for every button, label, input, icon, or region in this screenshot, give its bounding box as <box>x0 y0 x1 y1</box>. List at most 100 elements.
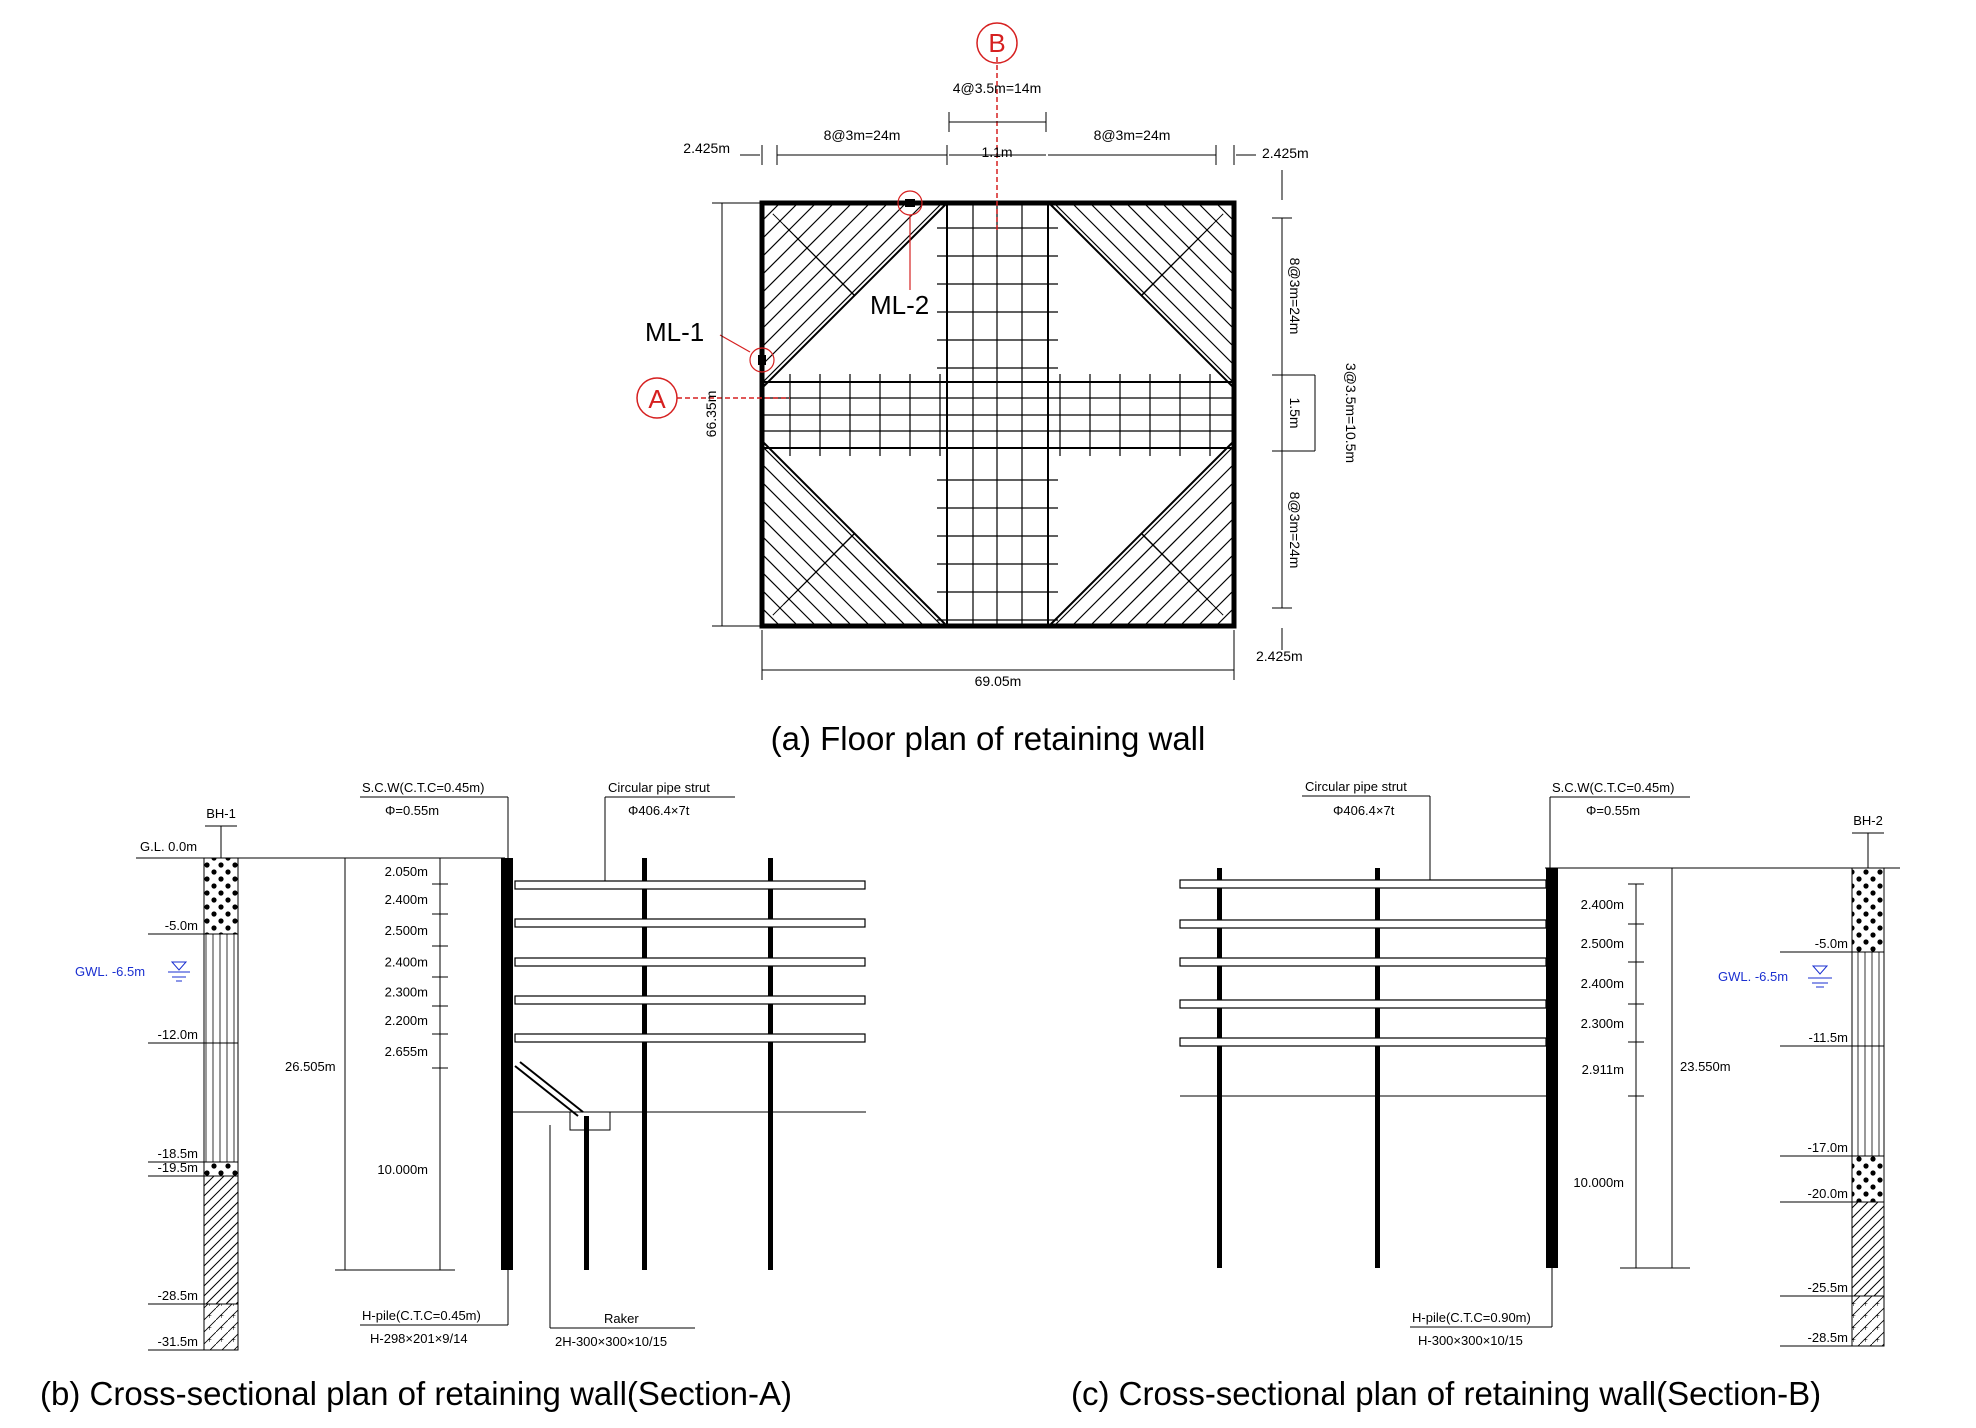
section-a-struts <box>514 880 866 1043</box>
dim-top-left: 8@3m=24m <box>824 127 901 143</box>
section-b-borehole: BH-2 <box>1853 813 1883 828</box>
section-b-spacing-label: 2.500m <box>1581 936 1624 951</box>
section-a-layer-2 <box>203 933 239 1163</box>
section-b-depth-label: -20.0m <box>1808 1186 1848 1201</box>
section-a-strut <box>514 1033 866 1043</box>
section-b-depth-label: -17.0m <box>1808 1140 1848 1155</box>
section-a-scw-dia: Φ=0.55m <box>385 803 439 818</box>
dim-right-total: 3@3.5m=10.5m <box>1343 363 1359 463</box>
marker-b-circle <box>976 22 1018 64</box>
section-a-layer-5 <box>203 1303 239 1351</box>
dim-corner-br: 2.425m <box>1256 648 1303 664</box>
section-a-gwl: GWL. -6.5m <box>75 964 145 979</box>
section-a-pile-2 <box>768 858 773 1270</box>
marker-b-label: B <box>988 28 1005 58</box>
section-b-total: 23.550m <box>1680 1059 1731 1074</box>
section-b-depth-label: -25.5m <box>1808 1280 1848 1295</box>
corner-brace-top-right <box>1048 202 1235 389</box>
section-b-strut <box>1179 879 1547 889</box>
section-b-strut-size: Φ406.4×7t <box>1333 803 1395 818</box>
section-a-layer-1 <box>203 857 239 935</box>
plan-outer-wall <box>759 200 1237 629</box>
section-b-layer-3 <box>1851 1155 1885 1203</box>
section-b-depth-label: -11.5m <box>1809 1030 1849 1045</box>
marker-a-circle <box>636 377 678 419</box>
section-b: BH-2 -5.0m-11.5m-17.0m-20.0m-25.5m-28.5m… <box>1071 779 1900 1412</box>
ml1-leader <box>719 334 751 353</box>
dim-corner-tr: 2.425m <box>1262 145 1309 161</box>
section-b-strut <box>1179 1037 1547 1047</box>
section-a-depth-label: -19.5m <box>158 1160 198 1175</box>
section-b-strut <box>1179 957 1547 967</box>
section-a-raker <box>514 1065 579 1117</box>
section-a-depth-label: -5.0m <box>165 918 198 933</box>
dim-top-right: 8@3m=24m <box>1094 127 1171 143</box>
section-a-depth-label: -18.5m <box>158 1146 198 1161</box>
ml1-label: ML-1 <box>645 317 704 347</box>
section-b-hpile-size: H-300×300×10/15 <box>1418 1333 1523 1348</box>
section-b-layer-2 <box>1851 951 1885 1157</box>
ml2-point <box>905 199 915 207</box>
section-a: G.L. 0.0m BH-1 -5.0m-12.0m-18.5m-19.5m-2… <box>40 780 866 1412</box>
section-b-depth-label: -28.5m <box>1808 1330 1848 1345</box>
horizontal-strut-band <box>762 374 1234 456</box>
section-b-spacing-label: 2.400m <box>1581 976 1624 991</box>
section-b-gwl-icon <box>1811 965 1829 975</box>
section-a-spacing-label: 2.500m <box>385 923 428 938</box>
section-a-depth-label: -31.5m <box>158 1334 198 1349</box>
caption-b: (b) Cross-sectional plan of retaining wa… <box>40 1375 792 1412</box>
section-a-raker-title: Raker <box>604 1311 639 1326</box>
section-a-wall <box>501 858 513 1270</box>
section-a-scw-title: S.C.W(C.T.C=0.45m) <box>362 780 484 795</box>
section-a-layer-3 <box>203 1161 239 1177</box>
section-b-scw-title: S.C.W(C.T.C=0.45m) <box>1552 780 1674 795</box>
floor-plan: B A ML-1 ML-2 4@3.5m=14m 8@3m=24m 1.1m 8… <box>636 22 1359 757</box>
section-a-strut <box>514 957 866 967</box>
section-b-layer-5 <box>1851 1295 1885 1347</box>
corner-brace-bottom-left <box>761 440 948 627</box>
section-a-strut-title: Circular pipe strut <box>608 780 710 795</box>
section-a-hpile-size: H-298×201×9/14 <box>370 1331 468 1346</box>
section-a-depth-label: -28.5m <box>158 1288 198 1303</box>
corner-brace-top-left <box>761 202 948 389</box>
section-b-pile-1 <box>1217 868 1222 1268</box>
section-a-depth-label: -12.0m <box>158 1027 198 1042</box>
section-a-spacing-label: 2.400m <box>385 892 428 907</box>
dim-corner-tl: 2.425m <box>683 140 730 156</box>
dim-top-center: 4@3.5m=14m <box>953 80 1042 96</box>
section-a-spacing-label: 2.050m <box>385 864 428 879</box>
section-a-strut <box>514 918 866 928</box>
section-b-strut <box>1179 999 1547 1009</box>
section-b-pile-2 <box>1375 868 1380 1268</box>
section-a-spacings: 2.050m2.400m2.500m2.400m2.300m2.200m2.65… <box>377 857 448 1271</box>
dim-right-lower: 8@3m=24m <box>1287 492 1303 569</box>
ml2-label: ML-2 <box>870 290 929 320</box>
section-a-raker-size: 2H-300×300×10/15 <box>555 1334 667 1349</box>
section-b-spacing-label: 2.911m <box>1582 1062 1624 1077</box>
section-b-struts <box>1179 879 1547 1047</box>
section-a-spacing-label: 10.000m <box>377 1162 428 1177</box>
section-a-spacing-label: 2.300m <box>385 985 428 1000</box>
dim-right-mid: 1.5m <box>1287 397 1303 428</box>
marker-a-label: A <box>648 384 666 414</box>
caption-a: (a) Floor plan of retaining wall <box>771 720 1206 757</box>
section-b-wall <box>1546 868 1558 1268</box>
section-b-layer-4 <box>1851 1201 1885 1297</box>
section-b-depth-labels: -5.0m-11.5m-17.0m-20.0m-25.5m-28.5m <box>1780 936 1884 1347</box>
section-a-pile-3 <box>584 1116 589 1270</box>
section-a-spacing-label: 2.655m <box>385 1044 428 1059</box>
section-a-pile-1 <box>642 858 647 1270</box>
section-a-gl: G.L. 0.0m <box>140 839 197 854</box>
section-a-strut <box>514 880 866 890</box>
dim-left-total: 66.35m <box>703 391 719 438</box>
section-a-gwl-icon <box>170 961 188 971</box>
section-b-hpile-title: H-pile(C.T.C=0.90m) <box>1412 1310 1531 1325</box>
ml1-point <box>758 355 766 365</box>
section-a-spacing-label: 2.400m <box>385 955 428 970</box>
section-a-strut-size: Φ406.4×7t <box>628 803 690 818</box>
section-b-spacing-label: 2.400m <box>1581 897 1624 912</box>
section-b-spacing-label: 2.300m <box>1581 1016 1624 1031</box>
dim-right-upper: 8@3m=24m <box>1287 258 1303 335</box>
